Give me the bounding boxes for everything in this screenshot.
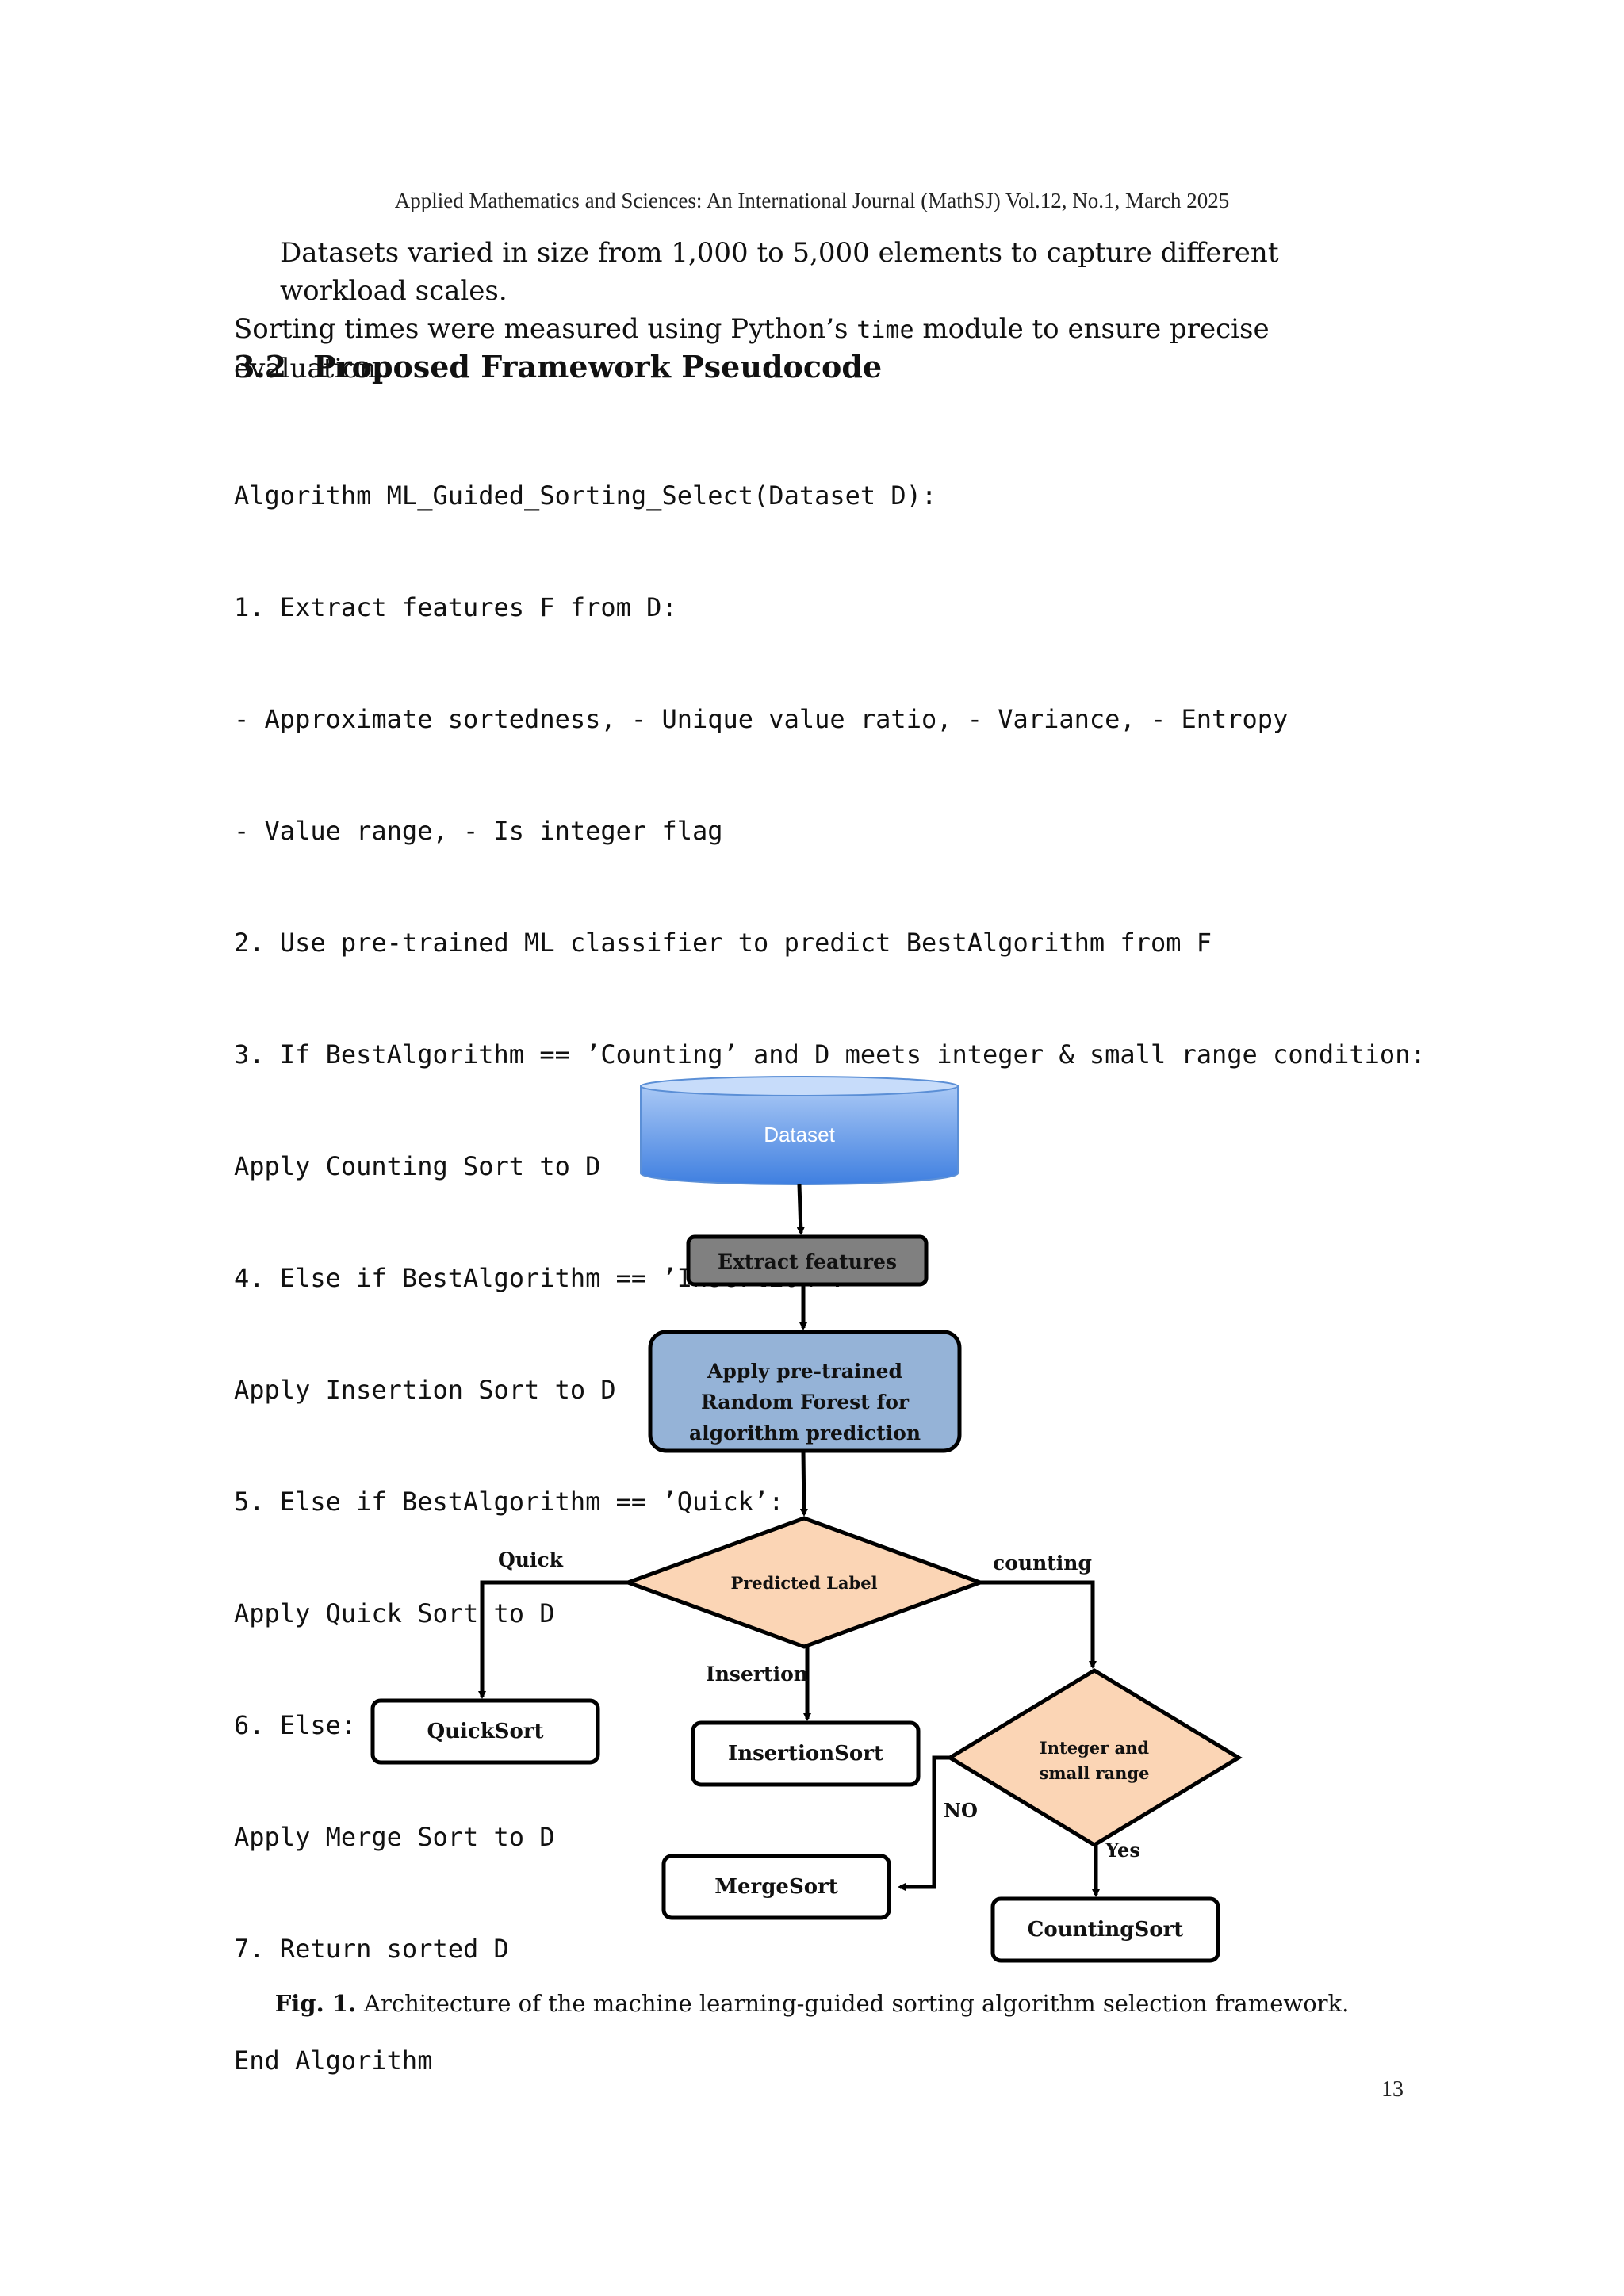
mergesort-label: MergeSort (714, 1875, 838, 1899)
section-title: Proposed Framework Pseudocode (313, 349, 883, 385)
arrow-apply-predicted (799, 1450, 808, 1517)
intro-paragraph: Datasets varied in size from 1,000 to 5,… (234, 234, 1408, 388)
dataset-label: Dataset (764, 1123, 835, 1146)
section-heading: 3.2 Proposed Framework Pseudocode (234, 349, 882, 385)
pseudocode-line: 5. Else if BestAlgorithm == ’Quick’: (234, 1487, 784, 1517)
figure-label: Fig. 1. (274, 1990, 357, 2017)
apply-line-1: Apply pre-trained (707, 1360, 902, 1383)
pseudocode-line: Algorithm ML_Guided_Sorting_Select(Datas… (234, 480, 937, 511)
arrow-no-branch (898, 1755, 950, 1891)
predicted-label-text: Predicted Label (730, 1573, 877, 1593)
figure-caption-text: Architecture of the machine learning-gui… (364, 1990, 1350, 2017)
pseudocode-block: Algorithm ML_Guided_Sorting_Select(Datas… (234, 403, 1426, 2117)
arrow-counting-branch (980, 1580, 1097, 1669)
apply-line-3: algorithm prediction (689, 1422, 921, 1445)
page-number: 13 (1381, 2077, 1404, 2102)
quicksort-label: QuickSort (427, 1720, 543, 1743)
pseudocode-line: Apply Quick Sort to D (234, 1598, 555, 1628)
predicted-label-decision: Predicted Label (622, 1516, 986, 1649)
integer-line-2: small range (1040, 1763, 1150, 1783)
dataset-node: Dataset (640, 1076, 959, 1185)
pseudocode-line: 1. Extract features F from D: (234, 592, 677, 622)
insertionsort-label: InsertionSort (728, 1742, 883, 1766)
insertionsort-node: InsertionSort (691, 1720, 921, 1787)
paragraph-line-2-start: Sorting times were measured using Python… (234, 313, 857, 345)
arrow-dataset-extract (796, 1184, 805, 1235)
mergesort-node: MergeSort (661, 1854, 891, 1920)
pseudocode-line: - Approximate sortedness, - Unique value… (234, 704, 1289, 734)
pseudocode-line: - Value range, - Is integer flag (234, 816, 723, 846)
pseudocode-line: Apply Insertion Sort to D (234, 1375, 616, 1405)
pseudocode-line: 6. Else: (234, 1710, 357, 1740)
yes-branch-label: Yes (1105, 1839, 1140, 1862)
arrow-quick-branch (478, 1580, 628, 1699)
pseudocode-line: End Algorithm (234, 2045, 433, 2076)
integer-range-decision: Integer and small range (946, 1668, 1243, 1847)
counting-branch-label: counting (993, 1552, 1092, 1575)
apply-line-2: Random Forest for (701, 1391, 910, 1414)
extract-features-label: Extract features (718, 1250, 897, 1273)
pseudocode-line: 3. If BestAlgorithm == ’Counting’ and D … (234, 1039, 1426, 1070)
no-branch-label: NO (944, 1799, 978, 1822)
integer-line-1: Integer and (1040, 1738, 1149, 1758)
countingsort-label: CountingSort (1028, 1918, 1184, 1942)
apply-random-forest-node: Apply pre-trained Random Forest for algo… (648, 1330, 962, 1453)
paragraph-line-2-end: module to ensure precise evaluation. (234, 313, 1270, 385)
extract-features-node: Extract features (686, 1234, 929, 1287)
quicksort-node: QuickSort (370, 1698, 600, 1765)
pseudocode-line: Apply Counting Sort to D (234, 1151, 601, 1181)
insertion-branch-label: Insertion (706, 1663, 808, 1686)
running-header: Applied Mathematics and Sciences: An Int… (394, 189, 1230, 212)
quick-branch-label: Quick (498, 1548, 564, 1571)
countingsort-node: CountingSort (990, 1896, 1220, 1963)
paragraph-line-2: Sorting times were measured using Python… (234, 310, 1408, 388)
flowchart-diagram: Dataset Extract features Apply pre-train… (370, 1076, 1243, 1963)
pseudocode-line: 7. Return sorted D (234, 1934, 509, 1964)
figure-caption: Fig. 1. Architecture of the machine learn… (0, 1990, 1624, 2017)
paragraph-line-1: Datasets varied in size from 1,000 to 5,… (280, 237, 1279, 307)
section-number: 3.2 (234, 349, 287, 385)
pseudocode-line: Apply Merge Sort to D (234, 1822, 555, 1852)
pseudocode-line: 2. Use pre-trained ML classifier to pred… (234, 928, 1212, 958)
inline-code-time: time (856, 316, 914, 344)
